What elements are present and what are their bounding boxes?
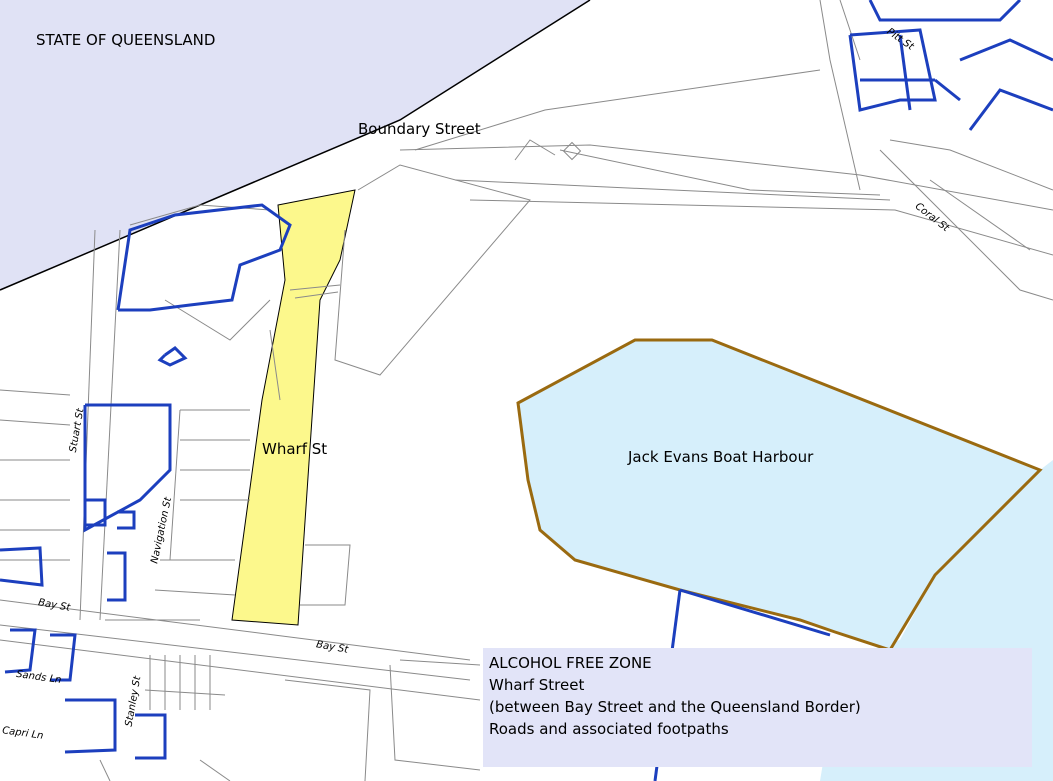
legend-line-2: (between Bay Street and the Queensland B…	[489, 698, 861, 716]
legend-title: ALCOHOL FREE ZONE	[489, 654, 652, 672]
state-label: STATE OF QUEENSLAND	[36, 31, 216, 49]
harbour-label: Jack Evans Boat Harbour	[628, 448, 814, 466]
wharf-street-zone	[231, 189, 356, 626]
wharf-street-label: Wharf St	[262, 440, 328, 458]
state-area	[0, 0, 590, 290]
harbour-area	[516, 338, 1043, 652]
legend-line-1: Wharf Street	[489, 676, 585, 694]
boundary-street-label: Boundary Street	[358, 120, 481, 138]
legend-line-3: Roads and associated footpaths	[489, 720, 729, 738]
legend-box: ALCOHOL FREE ZONE Wharf Street (between …	[483, 648, 1032, 767]
state-border-line	[0, 0, 591, 291]
